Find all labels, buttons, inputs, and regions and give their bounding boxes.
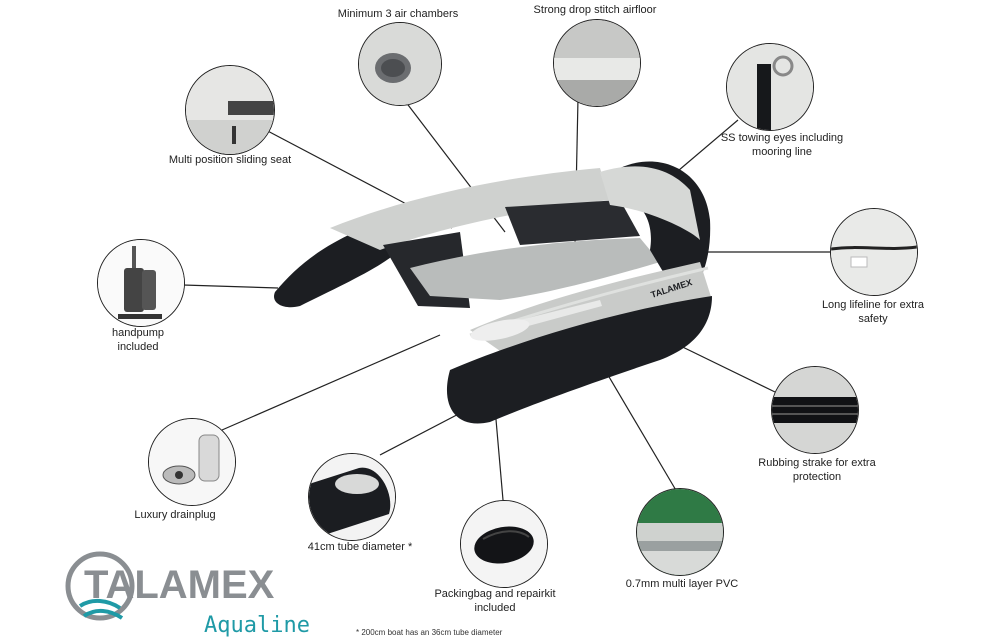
label-lifeline-line1: Long lifeline for extra (821, 299, 925, 311)
label-seat: Multi position sliding seat (160, 153, 300, 167)
label-pvc: 0.7mm multi layer PVC (612, 577, 752, 591)
label-lifeline-line2: safety (858, 313, 888, 325)
boat-oar-blade (470, 319, 530, 341)
boat-floor (410, 238, 660, 300)
label-seat-text: Multi position sliding seat (168, 154, 292, 166)
boat-bow-top (600, 166, 700, 240)
label-packing-line1: Packingbag and repairkit (434, 588, 556, 600)
detail-tube (308, 453, 396, 541)
leader-towing (671, 119, 739, 177)
label-lifeline: Long lifeline for extra safety (808, 298, 938, 326)
boat-left-tube (330, 168, 610, 250)
detail-seat (185, 65, 275, 155)
boat-right-underside (446, 296, 712, 424)
label-pvc-text: 0.7mm multi layer PVC (625, 578, 739, 590)
detail-packing (460, 500, 548, 588)
talamex-logo: TALAMEX Aqualine (65, 551, 310, 638)
label-towing-line1: SS towing eyes including (720, 132, 844, 144)
detail-strake (771, 366, 859, 454)
footnote-text: * 200cm boat has an 36cm tube diameter (356, 628, 503, 637)
label-tube: 41cm tube diameter * (290, 540, 430, 554)
label-strake: Rubbing strake for extra protection (752, 456, 882, 484)
detail-handpump (97, 239, 185, 327)
label-strake-line2: protection (792, 471, 842, 483)
detail-pvc (636, 488, 724, 576)
detail-towing (726, 43, 814, 131)
label-packing-line2: included (474, 602, 516, 614)
label-towing: SS towing eyes including mooring line (712, 131, 852, 159)
label-handpump-line1: handpump (112, 327, 164, 339)
label-handpump: handpump included (90, 326, 186, 354)
label-airfloor-text: Strong drop stitch airfloor (533, 4, 657, 16)
footnote: * 200cm boat has an 36cm tube diameter (356, 628, 502, 637)
detail-airfloor (553, 19, 641, 107)
label-handpump-line2: included (117, 341, 159, 353)
label-drainplug-text: Luxury drainplug (134, 509, 216, 521)
label-drainplug: Luxury drainplug (120, 508, 230, 522)
detail-chambers (358, 22, 442, 106)
detail-drainplug (148, 418, 236, 506)
label-airfloor: Strong drop stitch airfloor (520, 3, 670, 17)
label-chambers: Minimum 3 air chambers (318, 7, 478, 21)
label-strake-line1: Rubbing strake for extra (758, 457, 876, 469)
boat-right-tube (470, 262, 712, 365)
label-towing-line2: mooring line (752, 146, 812, 158)
brand-name: TALAMEX (84, 563, 275, 607)
label-packing: Packingbag and repairkit included (420, 587, 570, 615)
brand-sub: Aqualine (204, 613, 310, 638)
boat-seat (505, 200, 640, 245)
label-tube-text: 41cm tube diameter * (307, 541, 413, 553)
detail-lifeline (830, 208, 918, 296)
leader-drainplug (221, 334, 441, 431)
leader-packing (494, 407, 504, 501)
label-chambers-text: Minimum 3 air chambers (337, 8, 459, 20)
leader-handpump (182, 284, 279, 289)
